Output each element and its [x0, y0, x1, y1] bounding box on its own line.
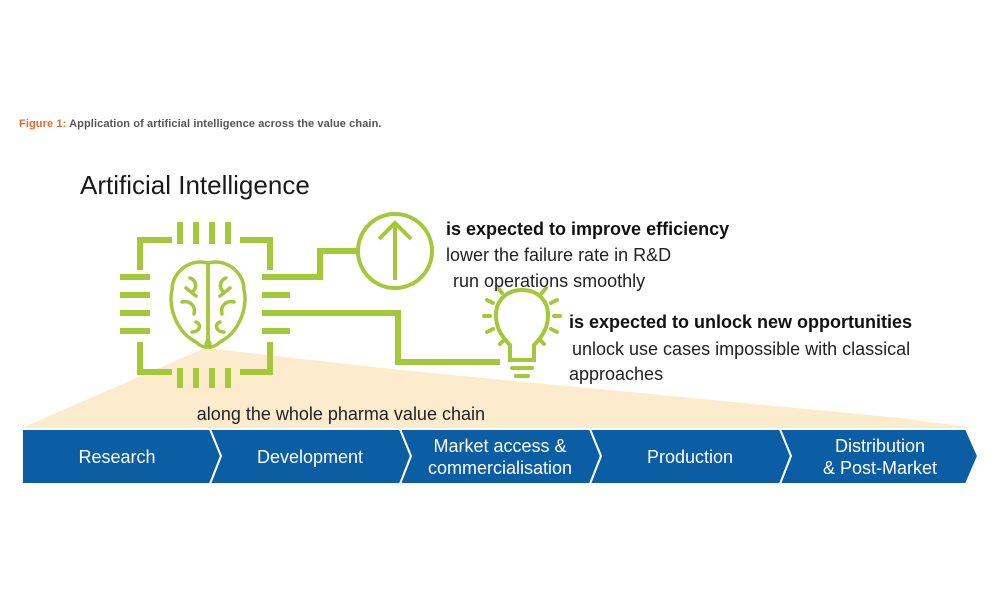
- value-chain-label: along the whole pharma value chain: [196, 404, 485, 424]
- chain-step-production: Production: [595, 429, 785, 484]
- coverage-cone: [22, 348, 975, 428]
- brain-icon: [169, 260, 247, 349]
- chain-step-market-access: Market access & commercialisation: [405, 429, 595, 484]
- chain-step-label-line-2: commercialisation: [427, 457, 573, 478]
- chain-step-label-line-2: & Post-Market: [822, 457, 938, 478]
- chain-step-label: Production: [646, 446, 734, 467]
- opportunities-heading: is expected to unlock new opportunities: [569, 312, 913, 332]
- chain-step-label: Development: [256, 446, 364, 467]
- efficiency-line-2: run operations smoothly: [453, 271, 646, 291]
- efficiency-heading: is expected to improve efficiency: [446, 219, 730, 239]
- figure-caption-label: Figure 1:: [19, 118, 67, 130]
- figure-caption-text: Application of artificial intelligence a…: [69, 118, 382, 130]
- chain-step-label: Research: [78, 446, 156, 467]
- figure-caption: Figure 1: Application of artificial inte…: [19, 118, 382, 130]
- chain-step-distribution: Distribution & Post-Market: [785, 429, 975, 484]
- opportunities-line-2: approaches: [569, 364, 664, 384]
- chain-step-label-line-1: Distribution: [834, 435, 926, 456]
- ai-chip-icon: [120, 222, 500, 388]
- efficiency-line-1: lower the failure rate in R&D: [446, 245, 672, 265]
- chain-step-development: Development: [215, 429, 405, 484]
- diagram-title: Artificial Intelligence: [80, 170, 310, 200]
- value-chain-arrows: [21, 428, 980, 485]
- chain-step-label-line-1: Market access &: [433, 435, 567, 456]
- chain-step-research: Research: [22, 429, 212, 484]
- lightbulb-icon: [482, 286, 562, 378]
- opportunities-line-1: unlock use cases impossible with classic…: [572, 339, 911, 359]
- arrow-up-circle-icon: [356, 212, 434, 290]
